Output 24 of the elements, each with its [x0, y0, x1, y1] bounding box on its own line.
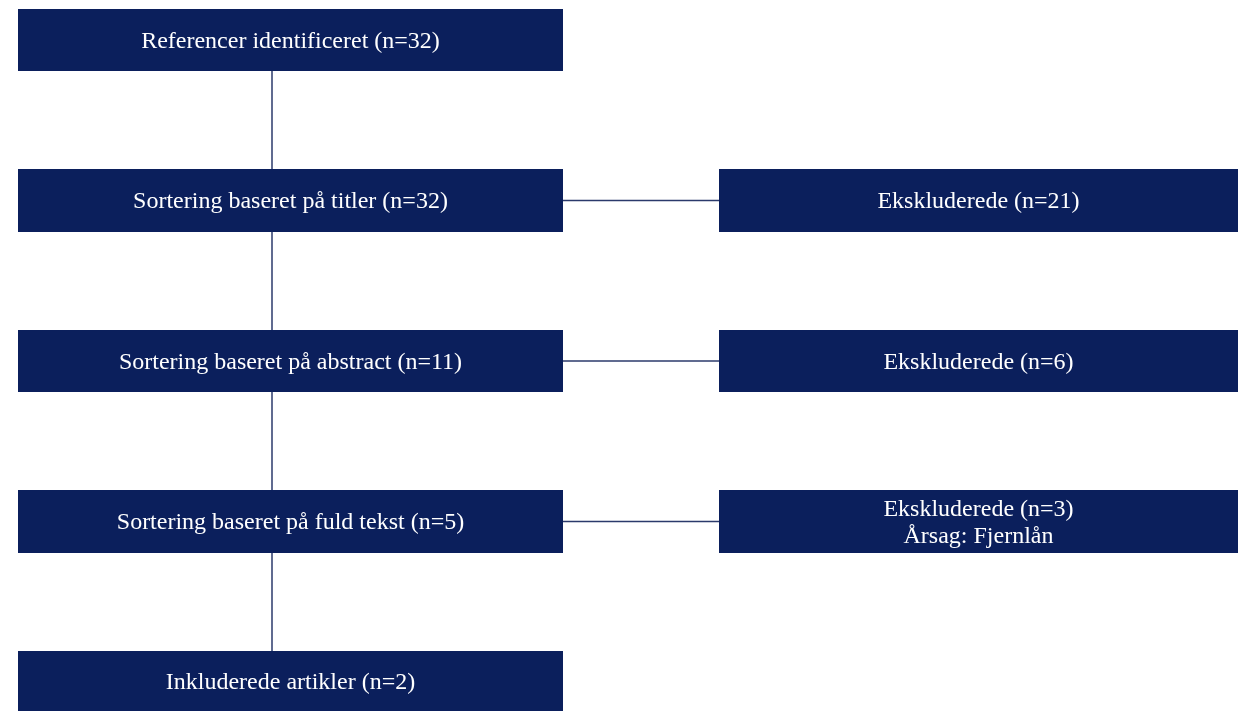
process-box — [18, 169, 563, 232]
process-box — [719, 330, 1238, 392]
box-label: Ekskluderede (n=21) — [877, 187, 1080, 214]
box-label: Referencer identificeret (n=32) — [141, 26, 440, 54]
box-label: Inkluderede artikler (n=2) — [165, 667, 416, 695]
connector-line — [562, 360, 720, 362]
connector-line — [562, 199, 720, 202]
process-box — [18, 651, 563, 711]
connector-line — [562, 520, 720, 523]
connector-line — [271, 70, 273, 170]
connector-line — [271, 552, 273, 652]
box-label: Sortering baseret på titler (n=32) — [133, 187, 448, 214]
box-label: Ekskluderede (n=6) — [883, 347, 1074, 375]
process-box — [719, 490, 1238, 553]
box-label: Sortering baseret på abstract (n=11) — [118, 347, 463, 375]
process-box — [18, 330, 563, 392]
box-label: Årsag: Fjernlån — [903, 521, 1054, 548]
process-box — [719, 169, 1238, 232]
box-label: Ekskluderede (n=3) — [883, 495, 1074, 522]
connector-line — [271, 231, 273, 331]
connector-line — [271, 391, 273, 491]
box-label: Sortering baseret på fuld tekst (n=5) — [116, 508, 465, 535]
process-box — [18, 490, 563, 553]
process-box — [18, 9, 563, 71]
